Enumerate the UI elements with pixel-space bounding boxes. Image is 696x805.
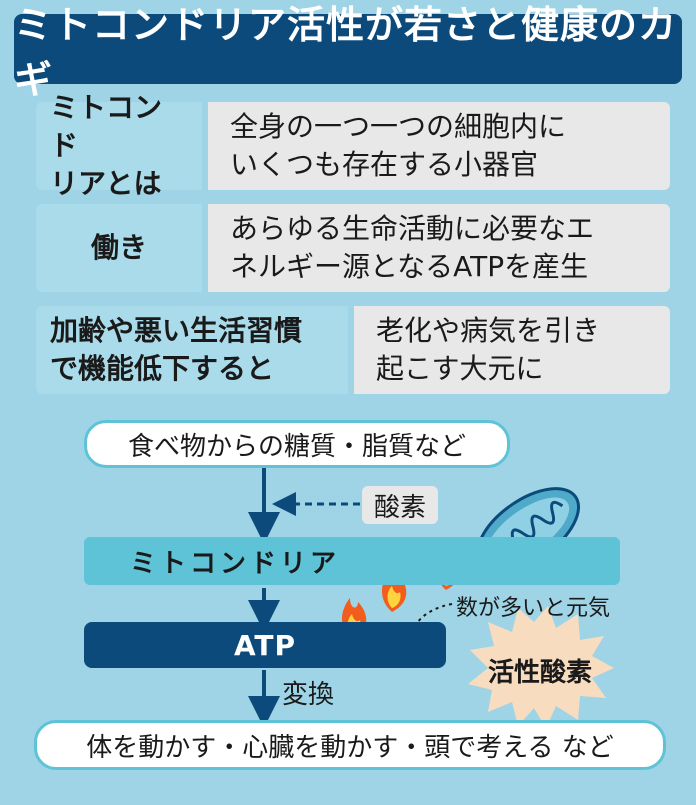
oxygen-label: 酸素 — [362, 486, 438, 524]
ros-star-shape — [468, 606, 614, 728]
info-label-line: リアとは — [50, 167, 162, 200]
note-leader-line — [407, 603, 453, 651]
info-label-line: ミトコンド — [50, 91, 163, 162]
mitochondria-band: ミトコンドリア — [84, 537, 620, 585]
info-label-function: 働き — [36, 204, 202, 292]
info-label-definition: ミトコンド リアとは — [36, 91, 202, 200]
info-label-line: 働き — [90, 231, 147, 264]
info-value-definition: 全身の一つ一つの細胞内に いくつも存在する小器官 — [208, 102, 670, 190]
info-row-function: 働き あらゆる生命活動に必要なエ ネルギー源となるATPを産生 — [36, 204, 670, 292]
info-value-line: ネルギー源となるATPを産生 — [230, 250, 589, 283]
food-input-pill: 食べ物からの糖質・脂質など — [84, 420, 510, 468]
info-value-line: 起こす大元に — [376, 352, 544, 385]
convert-label: 変換 — [282, 680, 335, 710]
info-value-line: 全身の一つ一つの細胞内に — [230, 110, 567, 143]
info-value-function: あらゆる生命活動に必要なエ ネルギー源となるATPを産生 — [208, 204, 670, 292]
atp-note: 数が多いと元気 — [456, 596, 611, 621]
info-value-line: いくつも存在する小器官 — [230, 148, 539, 181]
atp-band: ATP — [84, 622, 446, 668]
info-label-line: 加齢や悪い生活習慣 — [50, 314, 303, 347]
info-value-line: あらゆる生命活動に必要なエ — [230, 212, 595, 245]
info-value-decline: 老化や病気を引き 起こす大元に — [354, 306, 670, 394]
atp-label: ATP — [233, 628, 297, 662]
ros-label: 活性酸素 — [488, 658, 593, 688]
info-value-line: 老化や病気を引き — [376, 314, 601, 347]
result-pill: 体を動かす・心臓を動かす・頭で考える など — [34, 720, 666, 770]
info-row-definition: ミトコンド リアとは 全身の一つ一つの細胞内に いくつも存在する小器官 — [36, 91, 670, 200]
mitochondria-label: ミトコンドリア — [130, 548, 341, 579]
info-label-line: で機能低下すると — [50, 352, 275, 385]
info-label-decline: 加齢や悪い生活習慣 で機能低下すると — [36, 306, 348, 394]
info-row-decline: 加齢や悪い生活習慣 で機能低下すると 老化や病気を引き 起こす大元に — [36, 306, 670, 394]
